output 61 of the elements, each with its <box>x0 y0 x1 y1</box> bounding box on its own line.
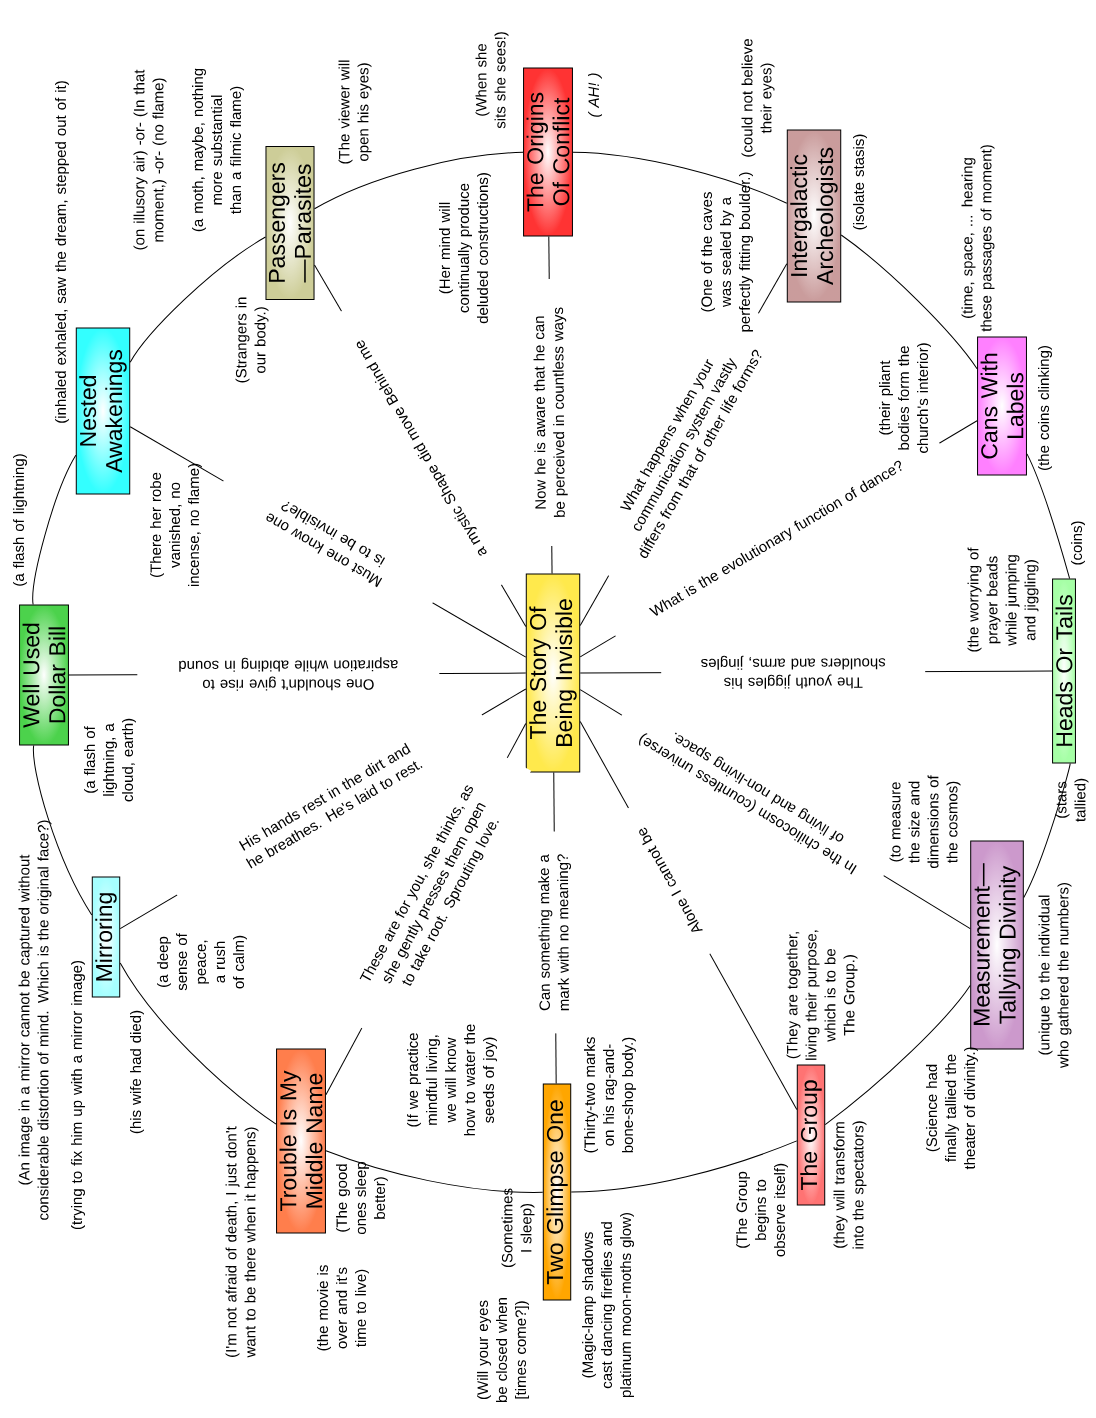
annotation: (the worrying of prayer beads while jumping and jiggling) <box>967 547 1039 652</box>
annotation: (a flash of lightning) <box>13 454 27 586</box>
circle-arc <box>840 234 978 370</box>
circle-arc <box>1023 763 1071 898</box>
annotation: (could not believe their eyes) <box>741 39 775 157</box>
circle-arc <box>129 236 266 363</box>
circle-arc <box>1026 453 1071 579</box>
annotation: (The Group begins to observe itself) <box>736 1163 788 1257</box>
concept-box: Mirroring <box>91 876 121 998</box>
annotation: (When she sits she sees!) <box>475 32 509 129</box>
concept-box: Two Glimpse One <box>542 1083 572 1301</box>
concept-box: The Story Of Being Invisible <box>525 573 581 773</box>
annotation: (Strangers in our body.) <box>235 297 269 383</box>
circle-arc <box>32 454 77 605</box>
edge-label: One shouldn't give rise to aspiration while abiding in sound <box>137 655 440 692</box>
concept-box: Passengers —Parasites <box>265 146 315 300</box>
annotation: (the coins clinking) <box>1038 346 1052 470</box>
circle-arc <box>314 151 524 210</box>
circle-arc <box>32 745 93 916</box>
annotation: (a moth, maybe, nothing more substantial than a filmic flame) <box>192 68 244 232</box>
annotation: (Thirty-two marks on his rag-and-bone-shop body.) <box>584 1037 636 1153</box>
concept-box: Heads Or Tails <box>1052 578 1076 764</box>
annotation: (isolate stasis) <box>853 134 867 230</box>
annotation: (they will transform into the spectators) <box>833 1121 867 1249</box>
annotation: (time, space, ... hearing these passages of moment) <box>961 145 995 332</box>
annotation: (his wife had died) <box>130 1010 144 1134</box>
annotation: (An image in a mirror cannot be captured without considerable distortion of mind. Which is the original face?) <box>18 820 52 1220</box>
concept-box: The Group <box>796 1064 826 1206</box>
annotation: (There her robe vanished, no incense, no flame) <box>150 463 202 587</box>
edge-label: Now he is aware that he can be perceived in countless ways <box>531 278 570 547</box>
annotation: (coins) <box>1071 521 1085 565</box>
circle-arc <box>570 1140 798 1193</box>
annotation: (Magic-lamp shadows cast dancing fireflies and platinum moon-moths glow) <box>582 1213 634 1397</box>
concept-box: The Origins Of Conflict <box>523 67 573 237</box>
annotation: (unique to the individual who gathered the numbers) <box>1038 883 1072 1068</box>
concept-box: Cans With Labels <box>977 336 1027 476</box>
circle-arc <box>824 985 971 1126</box>
annotation: (a deep sense of peace, a rush of calm) <box>157 933 247 991</box>
annotation: (stars tallied) <box>1055 778 1089 822</box>
annotation: (They are together, living their purpose, which is to be The Group.) <box>786 930 858 1060</box>
annotation: (Will your eyes be closed when [times come?]) <box>477 1298 529 1402</box>
circle-arc <box>572 151 788 204</box>
circle-arc <box>119 962 277 1125</box>
concept-box: Intergalactic Archeologists <box>786 129 842 303</box>
concept-box: Trouble Is My Middle Name <box>276 1048 326 1234</box>
annotation: (the movie is over and it's time to live) <box>317 1265 369 1351</box>
annotation: (inhaled exhaled, saw the dream, stepped out of it) <box>55 81 69 423</box>
annotation: (on illusory air) -or- (In that moment,) -or- (no flame) <box>133 69 167 250</box>
annotation: (I'm not afraid of death, I just don't want to be there when it happens) <box>225 1126 259 1358</box>
annotation: (The good ones sleep better) <box>336 1161 388 1235</box>
annotation: ( AH! ) <box>588 73 602 117</box>
annotation: (The viewer will open his eyes) <box>338 60 372 164</box>
annotation: (Science had finally tallied the theater of divinity.) <box>926 1047 978 1170</box>
edge-label: Can something make a mark with no meaning? <box>536 831 574 1034</box>
circle-arc <box>325 1150 544 1193</box>
concept-box: Nested Awakenings <box>75 327 131 495</box>
concept-box: Well Used Dollar Bill <box>19 604 69 746</box>
annotation: (trying to fix him up with a mirror image) <box>71 960 85 1230</box>
edge-label: The youth jiggles his shoulders and arms, jingles <box>661 654 926 691</box>
annotation: (a flash of lightning, a cloud, earth) <box>84 718 136 802</box>
annotation: (Sometimes I sleep) <box>501 1188 535 1268</box>
